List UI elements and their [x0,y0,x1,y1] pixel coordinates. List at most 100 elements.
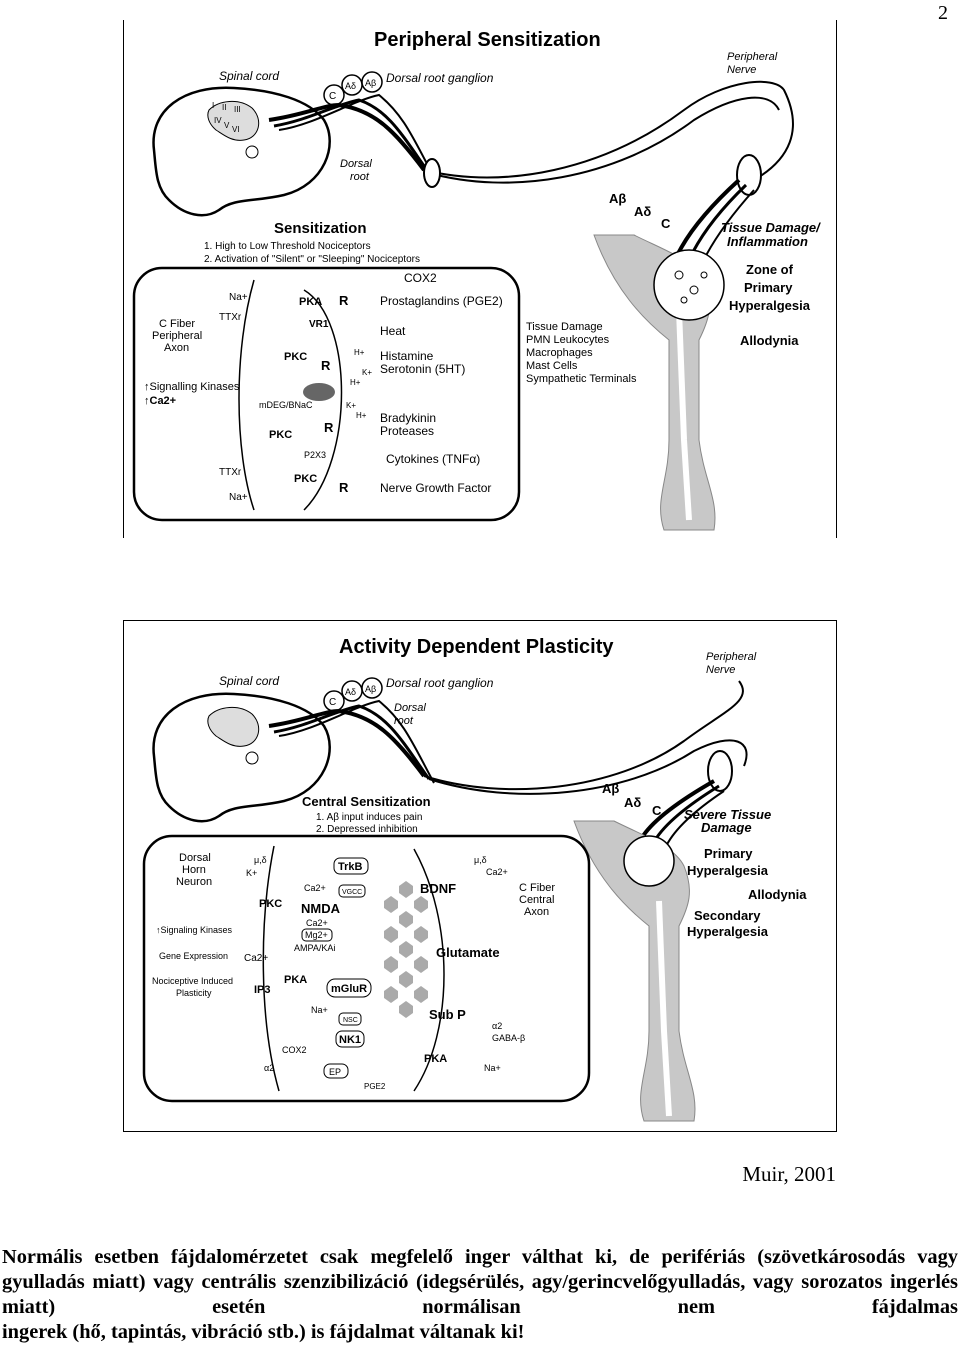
pkc-label: PKC [259,898,282,910]
sensitization-title: Sensitization [274,220,367,237]
na-label: Na+ [311,1005,328,1015]
mdeg-label: mDEG/BNaC [259,400,313,410]
activity-dependent-plasticity-diagram: Activity Dependent Plasticity Spinal cor… [142,636,807,1122]
sensitization-item: 2. Activation of "Silent" or "Sleeping" … [204,254,420,265]
page-number: 2 [938,2,948,24]
central-sensitization-inset [142,834,591,1103]
prostaglandins-label: Prostaglandins (PGE2) [380,294,503,308]
vgcc-channel [338,884,366,898]
nociceptive-label: Plasticity [176,988,212,998]
channel-ellipse [303,383,335,401]
nmda-label: NMDA [301,901,341,916]
source-item: Sympathetic Terminals [526,373,637,385]
lamina-label: V [224,121,230,130]
drg-label: Dorsal root ganglion [386,676,494,690]
adelta-label: Aδ [345,81,356,91]
receptor-label: R [324,420,334,435]
dorsal-horn-label: Neuron [176,876,212,888]
p2x3-label: P2X3 [304,450,326,460]
serotonin-label: Serotonin (5HT) [380,362,465,376]
receptor-label: R [321,358,331,373]
glutamate-label: Glutamate [436,945,500,960]
source-item: Mast Cells [526,360,578,372]
adelta-fiber-label: Aδ [634,204,651,219]
abeta-label: Aβ [365,78,376,88]
ttx-label: TTXr [219,467,242,478]
spinal-cord-label: Spinal cord [219,674,279,688]
abeta-fiber-label: Aβ [602,781,619,796]
h-label: H+ [356,411,367,420]
mg-label: Mg2+ [305,930,328,940]
c-fiber-label: C [652,803,662,818]
pkc-label: PKC [284,351,307,363]
nerve-cross-section [423,158,441,188]
peripheral-nerve-cross-section [707,750,733,792]
pka-label: PKA [284,974,307,986]
abeta-fiber-label: Aβ [609,191,626,206]
dorsal-horn-label: Dorsal [179,852,211,864]
lamina-label: II [222,103,226,112]
nsc-channel [338,1012,362,1026]
receptor-label: R [339,293,349,308]
leg-illustration [593,234,725,531]
trkb-receptor [333,857,369,875]
inflammation-label: Inflammation [727,234,808,249]
signalling-label: ↑Signalling Kinases [144,381,240,393]
pkc-label: PKC [294,473,317,485]
c-fiber-label: Axon [524,906,549,918]
ca-label: Ca2+ [304,883,326,893]
secondary-label: Secondary [694,908,761,923]
primary-label: Primary [704,846,753,861]
body-line: Normális esetben fájdalomérzetet csak me… [2,1246,746,1268]
na-label: Na+ [229,492,248,503]
source-item: Tissue Damage [526,321,603,333]
pka-label: PKA [299,296,322,308]
spinal-cord-label: Spinal cord [219,69,279,83]
abeta-ganglion-cell [361,677,383,699]
peripheral-sensitization-diagram: Peripheral Sensitization I II III IV V V… [132,29,821,531]
pkc-label: PKC [269,429,292,441]
pka-label: PKA [424,1053,447,1065]
sensitization-item: 1. High to Low Threshold Nociceptors [204,241,371,252]
ep-label: EP [329,1067,341,1077]
bradykinin-label: Bradykinin [380,411,436,425]
na-label: Na+ [484,1063,501,1073]
membrane-line [238,279,255,511]
dorsal-root-label: root [394,715,414,727]
body-line: agy/gerincvelőgyulladás, vagy sorozatos … [2,1271,958,1318]
mglur-label: mGluR [331,983,367,995]
mu-delta-label: μ,δ [474,855,487,865]
na-label: Na+ [229,292,248,303]
ca-label: Ca2+ [306,918,328,928]
abeta-label: Aβ [365,684,376,694]
gaba-label: GABA-β [492,1033,525,1043]
peripheral-nerve-label: Nerve [706,664,735,676]
receptor-label: R [339,480,349,495]
membrane-line [303,289,343,511]
c-fiber-label: C Fiber [519,882,555,894]
primary-label: Primary [744,280,793,295]
spinal-cord-cross-section [152,692,331,823]
cox2-label: COX2 [404,271,437,285]
mglur-receptor [326,978,372,998]
histamine-label: Histamine [380,349,434,363]
mu-delta-label: μ,δ [254,855,267,865]
dorsal-horn-label: Horn [182,864,206,876]
nk1-receptor [335,1030,365,1048]
central-item: 1. Aβ input induces pain [316,812,422,823]
inflammatory-sources: Tissue Damage PMN Leukocytes Macrophages… [526,321,637,385]
peripheral-nerve-label: Peripheral [727,51,778,63]
dorsal-root-label: Dorsal [394,702,426,714]
proteases-label: Proteases [380,424,434,438]
lamina-label: III [234,105,241,114]
ep-receptor [323,1063,349,1079]
cytokines-label: Cytokines (TNFα) [386,452,480,466]
adelta-fiber-label: Aδ [624,795,641,810]
hyperalgesia-label: Hyperalgesia [687,863,769,878]
figure2-title: Activity Dependent Plasticity [339,636,614,658]
zone-label: Zone of [746,262,794,277]
drg-label: Dorsal root ganglion [386,71,494,85]
central-item: 2. Depressed inhibition [316,824,418,835]
h-label: H+ [350,378,361,387]
heat-label: Heat [380,324,406,338]
